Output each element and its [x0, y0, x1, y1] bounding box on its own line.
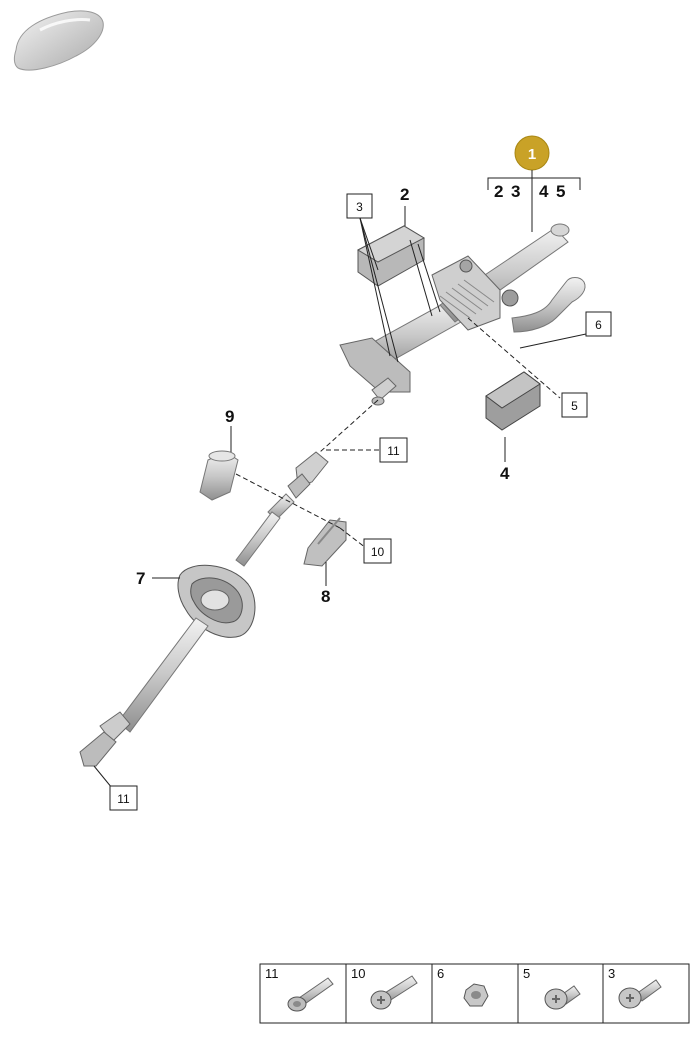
- callout-box-11-bottom: 11: [109, 785, 138, 811]
- fastener-cell-5: 5: [523, 966, 581, 1010]
- callout-4: 4: [500, 464, 510, 483]
- assembly-badge-label: 1: [528, 146, 536, 163]
- callout-9: 9: [225, 407, 234, 426]
- fastener-label-10: 10: [351, 966, 365, 981]
- intermediate-shaft-part: [79, 451, 329, 767]
- nut-icon: [463, 983, 489, 1007]
- assembly-child-5: 5: [556, 182, 565, 201]
- callout-11-top: 11: [387, 444, 400, 458]
- callout-6: 6: [595, 318, 602, 332]
- callout-3: 3: [356, 200, 363, 214]
- flange-bolt-icon: [287, 977, 334, 1012]
- sleeve-part-9: [199, 450, 239, 501]
- leader-lines: [93, 206, 587, 789]
- control-module-part-4: [485, 371, 541, 431]
- fastener-legend-table: 11 10 6 5: [259, 963, 690, 1024]
- pan-head-screw-icon: [618, 979, 662, 1009]
- fastener-label-6: 6: [437, 966, 444, 981]
- fastener-cell-10: 10: [351, 966, 418, 1010]
- fastener-cell-11: 11: [265, 966, 334, 1012]
- callout-8: 8: [321, 587, 330, 606]
- fastener-label-5: 5: [523, 966, 530, 981]
- callout-box-11-top: 11: [379, 437, 408, 463]
- callout-box-3: 3: [346, 193, 373, 219]
- bracket-part-8: [303, 517, 347, 567]
- fastener-label-11: 11: [265, 966, 279, 981]
- callout-box-10: 10: [363, 538, 392, 564]
- fastener-cell-3: 3: [608, 966, 662, 1009]
- assembly-callout: 1 2 3 4 5: [487, 135, 581, 232]
- callout-10: 10: [371, 545, 385, 559]
- callout-2: 2: [400, 185, 409, 204]
- callout-7: 7: [136, 569, 145, 588]
- torx-bolt-icon: [370, 975, 418, 1010]
- fastener-label-3: 3: [608, 966, 615, 981]
- short-screw-icon: [544, 985, 581, 1010]
- assembly-child-2: 2: [494, 182, 503, 201]
- fastener-cell-6: 6: [437, 966, 489, 1007]
- assembly-child-4: 4: [539, 182, 549, 201]
- callout-5: 5: [571, 399, 578, 413]
- callout-11-bottom: 11: [117, 792, 130, 806]
- vehicle-thumbnail-icon: [13, 10, 104, 71]
- assembly-child-3: 3: [511, 182, 520, 201]
- callout-box-5: 5: [561, 392, 588, 418]
- adjustment-lever-part: [511, 277, 586, 333]
- callout-box-6: 6: [585, 311, 612, 337]
- upper-steering-column-part: [339, 223, 570, 406]
